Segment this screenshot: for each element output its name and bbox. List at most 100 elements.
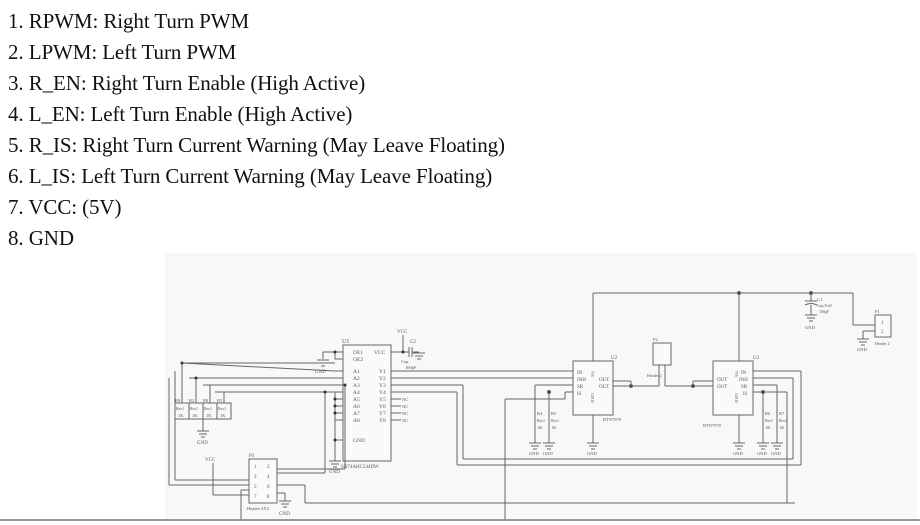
- u2-motor-driver: U2 BTN7970 IN INH SR IS OUT OUT VS GND G…: [564, 356, 633, 456]
- svg-text:A1: A1: [353, 369, 360, 375]
- svg-text:4: 4: [267, 475, 270, 480]
- svg-text:NC: NC: [402, 404, 408, 409]
- svg-text:GND: GND: [543, 451, 553, 456]
- svg-text:Header 4X2: Header 4X2: [247, 506, 269, 511]
- svg-text:IN: IN: [741, 371, 747, 376]
- svg-text:IS: IS: [577, 392, 582, 397]
- svg-text:U3: U3: [753, 356, 760, 361]
- svg-text:SN74AHC244DW: SN74AHC244DW: [341, 465, 379, 470]
- svg-text:OUT: OUT: [599, 385, 609, 390]
- svg-text:1K: 1K: [220, 413, 226, 418]
- svg-text:GND: GND: [197, 441, 208, 446]
- u2-resistors: R4 R5 Res1 Res1 1K 1K GND GND: [528, 384, 565, 456]
- svg-text:2: 2: [881, 330, 884, 335]
- svg-text:R2: R2: [189, 398, 194, 403]
- svg-text:C2: C2: [410, 340, 416, 345]
- svg-text:VS: VS: [590, 371, 595, 377]
- svg-text:NC: NC: [402, 418, 408, 423]
- svg-text:1K: 1K: [779, 425, 785, 430]
- svg-text:6: 6: [267, 485, 270, 490]
- svg-text:Y8: Y8: [379, 418, 386, 424]
- svg-text:INH: INH: [577, 378, 586, 383]
- svg-text:A3: A3: [353, 383, 360, 389]
- svg-text:7: 7: [254, 495, 257, 500]
- u3-resistors: R6 R7 Res1 Res1 1K 1K GND GND: [756, 385, 787, 456]
- p1-header-2: P1 1 2 Header 2 GND: [852, 293, 892, 352]
- svg-text:Y1: Y1: [379, 369, 386, 375]
- svg-text:GND: GND: [279, 512, 290, 517]
- pin-item-lpwm: 2. LPWM: Left Turn PWM: [8, 40, 237, 64]
- schematic-image: U1 SN74AHC244DW OE1 OE2 A1 A2 A3 A4 A5 A…: [165, 253, 917, 520]
- svg-text:IN: IN: [577, 371, 583, 376]
- svg-text:Y7: Y7: [379, 411, 386, 417]
- c2-capacitor: VCC C2 Cap 100pF: [397, 330, 426, 370]
- u1-to-header-wires: [168, 371, 346, 485]
- svg-text:Y3: Y3: [379, 383, 386, 389]
- c1-capacitor: C1 Cap Pol2 100pF GND: [804, 293, 832, 330]
- svg-text:1K: 1K: [537, 425, 543, 430]
- svg-text:GND: GND: [353, 438, 365, 444]
- svg-text:Res1: Res1: [218, 406, 226, 411]
- pin-item-gnd: 8. GND: [8, 226, 74, 250]
- svg-text:3: 3: [254, 475, 257, 480]
- svg-text:5: 5: [254, 485, 257, 490]
- svg-text:A5: A5: [353, 397, 360, 403]
- bottom-divider: [0, 519, 920, 521]
- svg-text:1K: 1K: [551, 425, 557, 430]
- svg-text:1K: 1K: [192, 413, 198, 418]
- svg-text:P3: P3: [249, 454, 255, 459]
- svg-text:GND: GND: [529, 451, 539, 456]
- svg-text:R8: R8: [203, 398, 209, 403]
- svg-text:1K: 1K: [178, 413, 184, 418]
- svg-text:A7: A7: [353, 411, 360, 417]
- pin-item-vcc: 7. VCC: (5V): [8, 195, 122, 219]
- svg-text:R9: R9: [175, 398, 181, 403]
- svg-text:Res1: Res1: [176, 406, 184, 411]
- svg-text:VS: VS: [734, 371, 739, 377]
- svg-text:2: 2: [267, 465, 270, 470]
- svg-text:Header 2: Header 2: [875, 341, 890, 346]
- svg-text:OUT: OUT: [599, 378, 609, 383]
- svg-text:GND: GND: [757, 451, 767, 456]
- svg-text:OE1: OE1: [353, 350, 363, 356]
- svg-text:INH: INH: [739, 378, 748, 383]
- svg-text:U1: U1: [342, 339, 349, 345]
- y-output-wires: [391, 370, 801, 520]
- svg-text:VCC: VCC: [374, 350, 386, 356]
- svg-text:Y5: Y5: [379, 397, 386, 403]
- svg-text:1K: 1K: [765, 425, 771, 430]
- svg-text:SR: SR: [577, 385, 584, 390]
- p3-header-4x2: P3 Header 4X2 1 2 3 4 5 6 7 8 VCC GND: [169, 454, 795, 520]
- svg-text:P1: P1: [875, 309, 880, 314]
- svg-text:GND: GND: [733, 451, 743, 456]
- svg-text:P2: P2: [653, 337, 658, 342]
- svg-text:8: 8: [267, 495, 270, 500]
- svg-text:R7: R7: [779, 411, 785, 416]
- svg-text:GND: GND: [329, 470, 340, 475]
- pin-item-l-en: 4. L_EN: Left Turn Enable (High Active): [8, 102, 353, 126]
- svg-text:SR: SR: [741, 385, 748, 390]
- svg-text:NC: NC: [402, 397, 408, 402]
- svg-text:100pF: 100pF: [819, 309, 830, 314]
- svg-text:Y6: Y6: [379, 404, 386, 410]
- svg-text:Res1: Res1: [551, 418, 559, 423]
- pin-description-list: 1. RPWM: Right Turn PWM 2. LPWM: Left Tu…: [8, 6, 505, 254]
- svg-text:GND: GND: [805, 325, 815, 330]
- svg-text:R3: R3: [217, 398, 223, 403]
- svg-text:OE2: OE2: [353, 357, 363, 363]
- svg-text:Header 2: Header 2: [647, 373, 662, 378]
- svg-text:A8: A8: [353, 418, 360, 424]
- svg-text:Y2: Y2: [379, 376, 386, 382]
- svg-text:GND: GND: [734, 393, 739, 403]
- svg-text:A2: A2: [353, 376, 360, 382]
- svg-text:IS: IS: [743, 392, 748, 397]
- svg-text:Res1: Res1: [765, 418, 773, 423]
- svg-text:GND: GND: [315, 370, 326, 375]
- svg-text:Cap Pol2: Cap Pol2: [817, 303, 832, 308]
- svg-text:Res1: Res1: [537, 418, 545, 423]
- pin-item-r-is: 5. R_IS: Right Turn Current Warning (May…: [8, 133, 505, 157]
- power-bus: [592, 291, 853, 361]
- svg-text:1K: 1K: [206, 413, 212, 418]
- svg-text:Cap: Cap: [401, 359, 409, 364]
- svg-text:VCC: VCC: [205, 458, 216, 463]
